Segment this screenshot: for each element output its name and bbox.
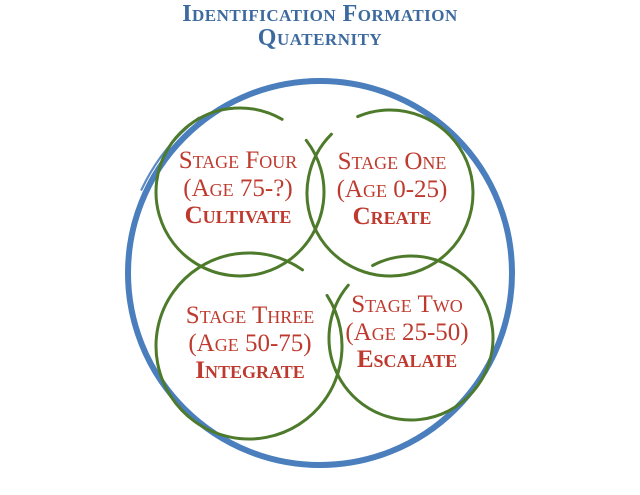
stage-three-age: (Age 50-75)	[188, 329, 312, 357]
stage-two-circle	[327, 254, 495, 422]
stage-one-label: Stage One (Age 0-25) Create	[337, 148, 448, 231]
title-line-1: Identification Formation	[182, 1, 458, 27]
outer-quaternity-circle	[125, 78, 515, 468]
diagram-title: Identification Formation Quaternity	[0, 2, 640, 50]
stage-three-circle	[154, 251, 344, 441]
stage-one-circle	[305, 108, 475, 278]
stage-two-label: Stage Two (Age 25-50) Escalate	[345, 291, 468, 374]
stage-four-label: Stage Four (Age 75-?) Cultivate	[179, 147, 298, 230]
stage-one-name: Stage One	[337, 147, 447, 175]
stage-two-name: Stage Two	[351, 290, 463, 318]
stage-three-name: Stage Three	[185, 301, 315, 329]
stage-three-action: Integrate	[195, 356, 305, 384]
title-line-2: Quaternity	[257, 25, 383, 51]
stage-four-age: (Age 75-?)	[183, 174, 293, 202]
stage-two-action: Escalate	[356, 345, 458, 373]
stage-three-label: Stage Three (Age 50-75) Integrate	[186, 302, 315, 385]
stage-one-age: (Age 0-25)	[336, 175, 448, 203]
stage-one-action: Create	[352, 202, 432, 230]
stage-four-circle	[154, 106, 326, 278]
stage-two-age: (Age 25-50)	[345, 318, 469, 346]
stage-four-name: Stage Four	[178, 146, 298, 174]
stage-four-action: Cultivate	[184, 201, 292, 229]
